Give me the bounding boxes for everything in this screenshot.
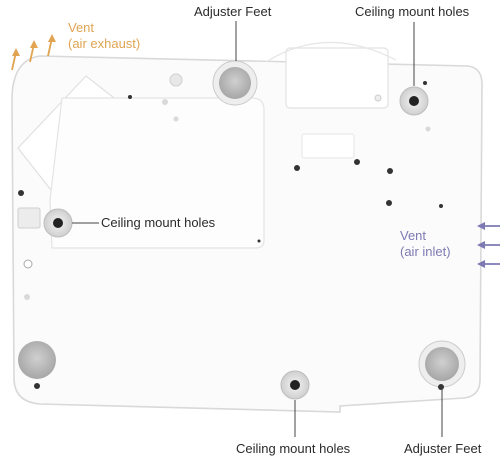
adjuster-foot-top bbox=[212, 60, 258, 106]
adjuster-feet-bottom-label: Adjuster Feet bbox=[404, 441, 482, 456]
ceiling-mount-hole-bottom bbox=[280, 370, 310, 400]
ceiling-mount-hole-top bbox=[399, 86, 429, 116]
vent-exhaust-subtitle: (air exhaust) bbox=[68, 36, 141, 51]
screw-holes bbox=[18, 81, 443, 243]
vent-inlet-label: Vent (air inlet) bbox=[400, 228, 451, 260]
lens-housing bbox=[285, 47, 389, 109]
vent-exhaust-title: Vent bbox=[68, 20, 95, 35]
cover-plate bbox=[49, 97, 265, 249]
exhaust-arrows bbox=[11, 34, 56, 71]
ceiling-mount-top-label: Ceiling mount holes bbox=[355, 4, 470, 19]
adjuster-feet-top-label: Adjuster Feet bbox=[194, 4, 272, 19]
vent-inlet-subtitle: (air inlet) bbox=[400, 244, 451, 259]
side-connector bbox=[17, 207, 41, 229]
vent-inlet-title: Vent bbox=[400, 228, 427, 243]
center-slot bbox=[301, 133, 355, 159]
small-bosses bbox=[23, 73, 431, 300]
adjuster-foot-bottom-left bbox=[18, 341, 56, 389]
ceiling-mount-hole-left bbox=[43, 208, 73, 238]
adjuster-foot-bottom-right bbox=[418, 340, 466, 390]
leader-lines bbox=[72, 21, 443, 437]
ceiling-mount-bottom-label: Ceiling mount holes bbox=[236, 441, 351, 456]
ceiling-mount-left-label: Ceiling mount holes bbox=[101, 215, 216, 230]
inlet-arrows bbox=[477, 222, 500, 268]
vent-exhaust-label: Vent (air exhaust) bbox=[68, 20, 140, 52]
